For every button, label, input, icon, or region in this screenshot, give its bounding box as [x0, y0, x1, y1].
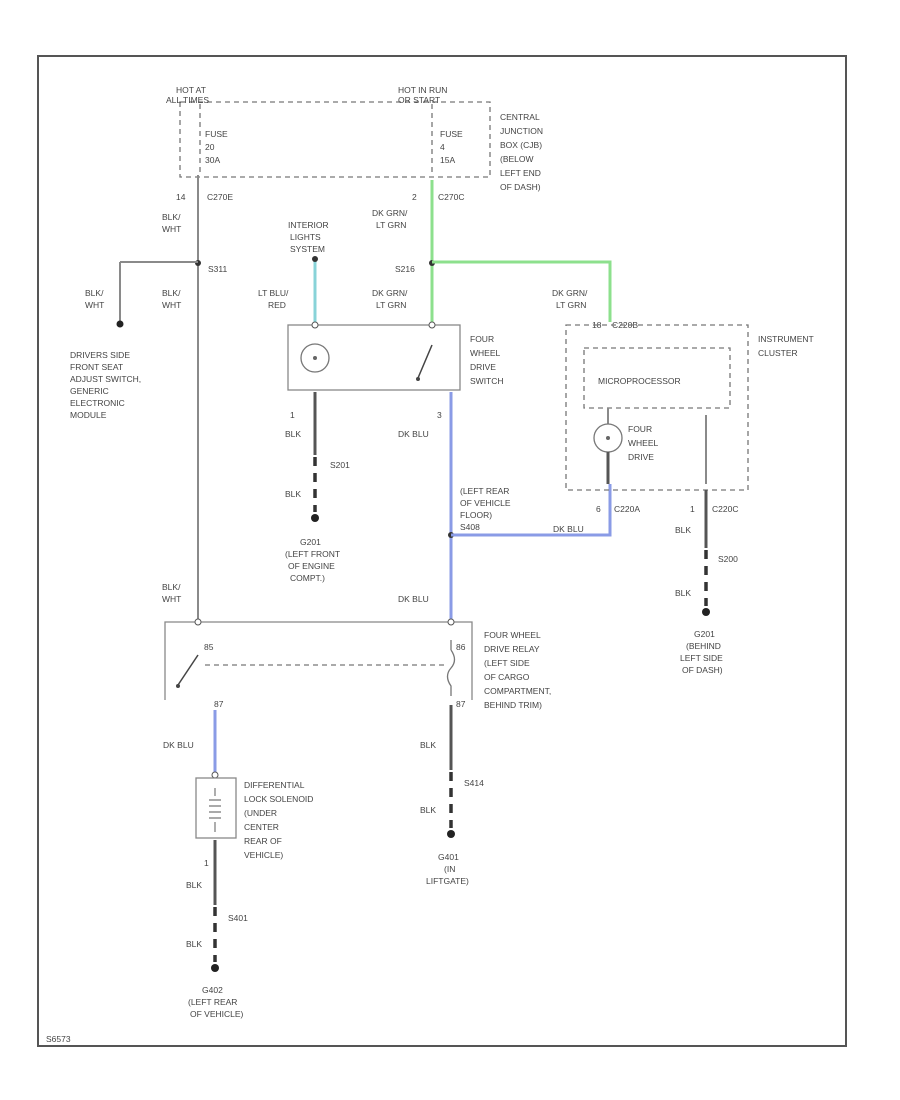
wire-dk-grn-label-2: DK GRN/LT GRN: [372, 288, 408, 310]
splice-s414-label: S414: [464, 778, 484, 788]
four-wheel-drive-switch-box: [287, 324, 461, 391]
ground-g201-label: G201 (LEFT FRONT OF ENGINE COMPT.): [285, 537, 342, 583]
wire-blk-wht-label-3: BLK/WHT: [162, 288, 181, 310]
relay-pin-87b-label: 87: [456, 699, 466, 709]
wire-blk-label-3: BLK: [675, 525, 691, 535]
microprocessor-outline: [583, 347, 731, 409]
splice-s201-label: S201: [330, 460, 350, 470]
switch-top-terminal-left: [311, 321, 319, 329]
wire-dk-grn-label-1: DK GRN/LT GRN: [372, 208, 408, 230]
switch-pin-3-label: 3: [437, 410, 442, 420]
differential-lock-label: DIFFERENTIAL LOCK SOLENOID (UNDER CENTER…: [244, 780, 316, 860]
switch-pin-1-label: 1: [290, 410, 295, 420]
switch-top-terminal-right: [428, 321, 436, 329]
wire-blk-label-8: BLK: [186, 939, 202, 949]
wire-blk-wht-label-4: BLK/WHT: [162, 582, 181, 604]
relay-pin-86-label: 86: [456, 642, 466, 652]
wire-blk-wht-label-1: BLK/WHT: [162, 212, 181, 234]
wire-dk-blu-label-4: DK BLU: [163, 740, 194, 750]
drivers-module-terminal: [116, 320, 124, 328]
dk-blu-wire-to-cluster: [451, 484, 612, 537]
relay-terminal-86: [447, 618, 455, 626]
wire-dk-blu-label-2: DK BLU: [553, 524, 584, 534]
splice-s216-label: S216: [395, 264, 415, 274]
four-wheel-drive-switch-label: FOUR WHEEL DRIVE SWITCH: [470, 334, 504, 386]
ground-g402-label: G402 (LEFT REAR OF VEHICLE): [188, 985, 244, 1019]
ground-g201-dash-symbol: [702, 608, 710, 616]
diagram-frame: [37, 55, 847, 1047]
splice-s311-label: S311: [208, 264, 227, 274]
diagram-code-label: S6573: [46, 1034, 71, 1044]
solenoid-top-terminal: [211, 771, 219, 779]
solenoid-coil: [209, 788, 221, 832]
central-junction-box-outline: [179, 101, 491, 178]
four-wheel-drive-relay-label: FOUR WHEEL DRIVE RELAY (LEFT SIDE OF CAR…: [484, 630, 554, 710]
four-wheel-drive-lamp-label: FOUR WHEEL DRIVE: [628, 424, 660, 462]
switch-indicator-dot: [313, 356, 317, 360]
left-rear-floor-label: (LEFT REAR OF VEHICLE FLOOR) S408: [460, 486, 513, 532]
relay-pin-85-label: 85: [204, 642, 214, 652]
relay-contact-pivot: [176, 684, 180, 688]
relay-contact-arm: [177, 654, 199, 686]
central-junction-box-label: CENTRAL JUNCTION BOX (CJB) (BELOW LEFT E…: [500, 112, 545, 192]
splice-s401-label: S401: [228, 913, 248, 923]
instrument-cluster-outline: [565, 324, 749, 491]
solenoid-pin-1-label: 1: [204, 858, 209, 868]
ground-g401-symbol: [447, 830, 455, 838]
switch-contact-pivot: [416, 377, 420, 381]
wire-blk-label-6: BLK: [420, 805, 436, 815]
drivers-module-label: DRIVERS SIDE FRONT SEAT ADJUST SWITCH, G…: [70, 350, 144, 420]
wire-blk-label-5: BLK: [420, 740, 436, 750]
microprocessor-label: MICROPROCESSOR: [598, 376, 681, 386]
wire-dk-blu-label-1: DK BLU: [398, 429, 429, 439]
four-wheel-drive-lamp-dot: [606, 436, 610, 440]
relay-coil: [446, 640, 456, 696]
wire-blk-label-7: BLK: [186, 880, 202, 890]
ground-g402-symbol: [211, 964, 219, 972]
relay-pin-87-label: 87: [214, 699, 224, 709]
differential-lock-solenoid-box: [195, 777, 237, 839]
wire-lt-blu-red-label: LT BLU/RED: [258, 288, 289, 310]
wire-blk-label-2: BLK: [285, 489, 301, 499]
relay-terminal-85: [194, 618, 202, 626]
relay-outline: [164, 621, 473, 700]
splice-s200-label: S200: [718, 554, 738, 564]
switch-indicator-lamp: [300, 343, 330, 373]
wire-blk-label-4: BLK: [675, 588, 691, 598]
wire-blk-wht-label-2: BLK/WHT: [85, 288, 104, 310]
dk-grn-wire-to-cluster: [432, 260, 612, 322]
ground-g201-dash-label: G201 (BEHIND LEFT SIDE OF DASH): [680, 629, 725, 675]
wire-blk-label-1: BLK: [285, 429, 301, 439]
ground-g201-symbol: [311, 514, 319, 522]
ground-g401-label: G401 (IN LIFTGATE): [426, 852, 469, 886]
wire-dk-blu-label-3: DK BLU: [398, 594, 429, 604]
wire-dk-grn-label-3: DK GRN/LT GRN: [552, 288, 588, 310]
interior-lights-terminal: [312, 256, 318, 262]
switch-contact: [417, 344, 433, 379]
